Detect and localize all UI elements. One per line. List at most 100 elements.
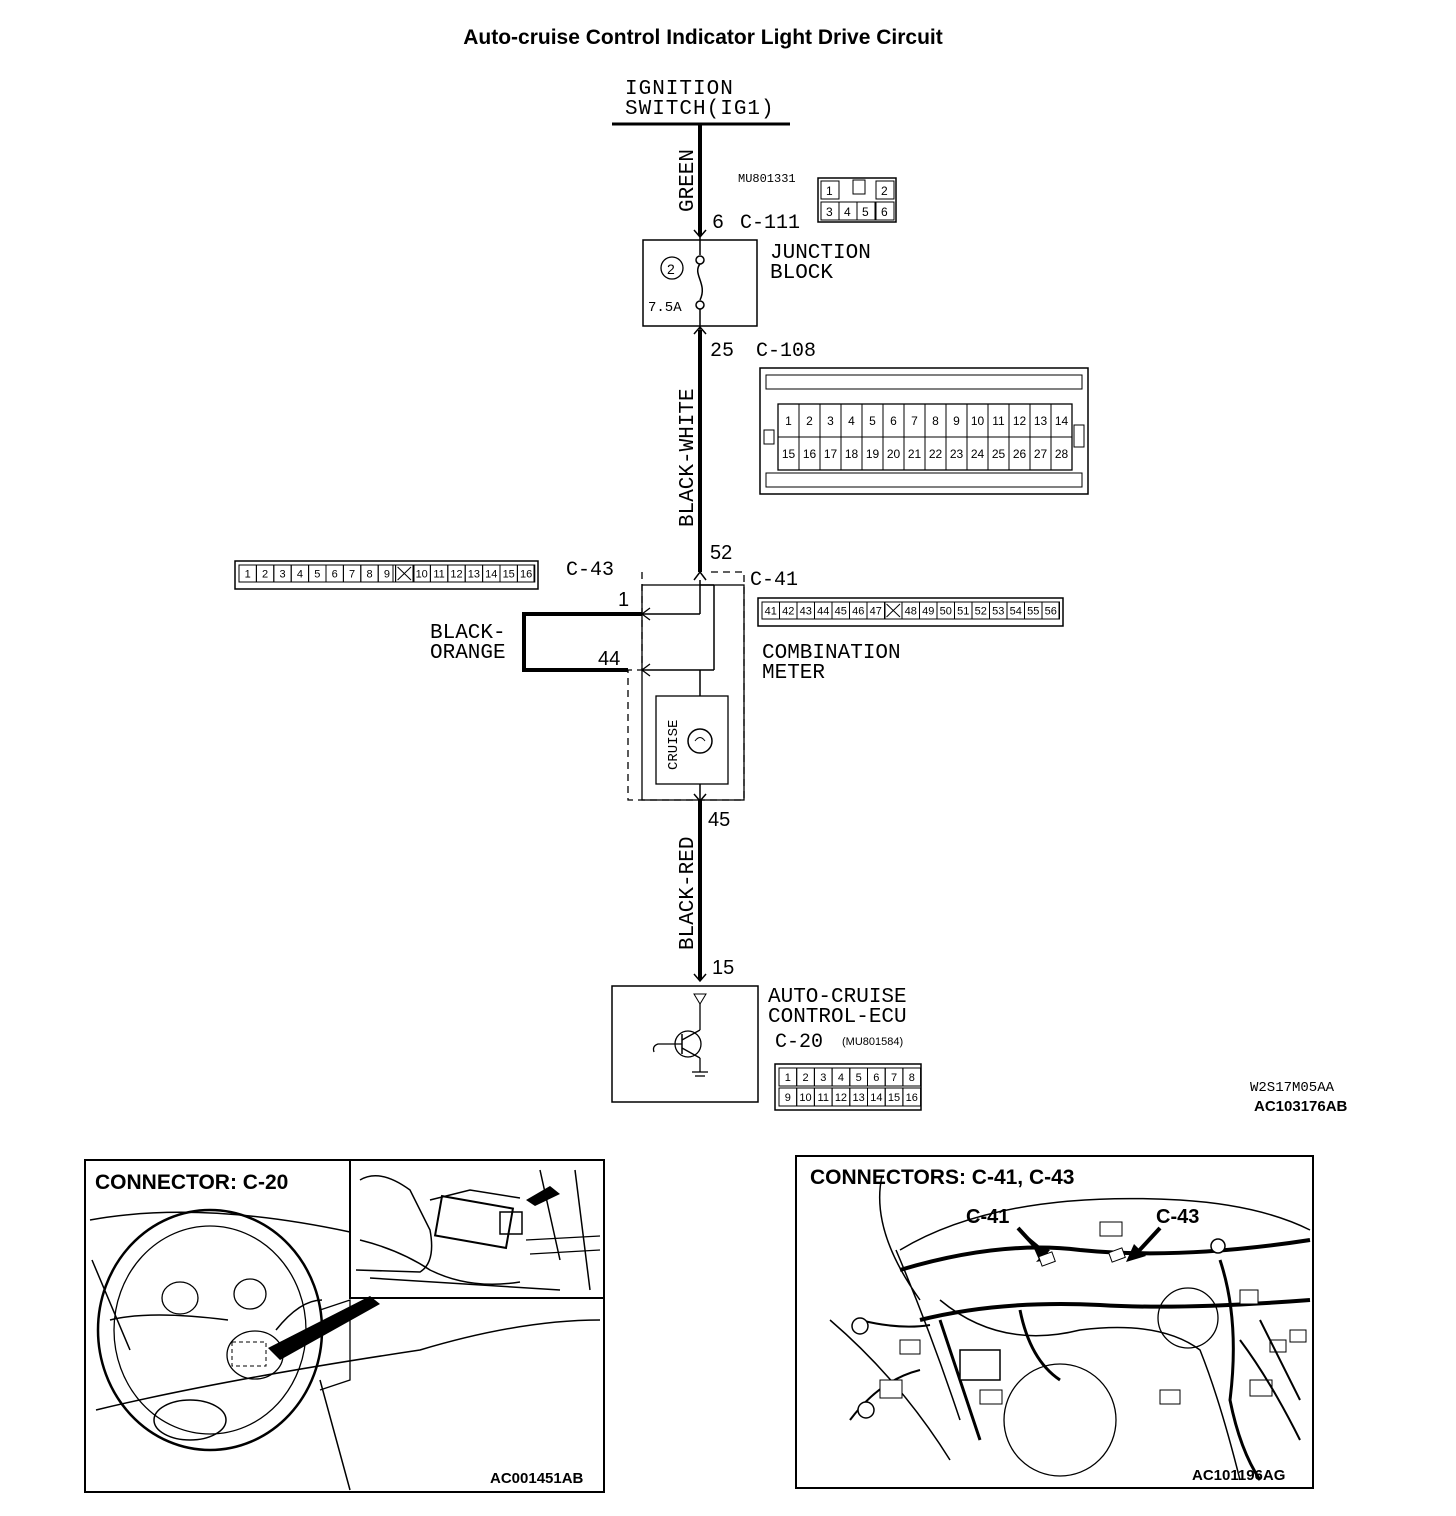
connector-cell-label: 9 xyxy=(953,414,960,428)
connector-cell-label: 25 xyxy=(992,447,1006,461)
connector-cell-label: 7 xyxy=(911,414,918,428)
c20-name: C-20 xyxy=(775,1031,823,1054)
connector-cell xyxy=(1050,436,1073,471)
connector-cell-label: 27 xyxy=(1034,447,1048,461)
c111-cell: 3 xyxy=(826,205,833,219)
connector-cell-label: 14 xyxy=(870,1092,882,1104)
connector-cell xyxy=(902,1067,922,1087)
meter-pin-44: 44 xyxy=(598,648,620,670)
connector-cell-label: 2 xyxy=(806,414,813,428)
combination-meter: 52 CRUISE 1 44 COMBINATION METER xyxy=(598,542,901,801)
connector-cell-label: 8 xyxy=(932,414,939,428)
connector-cell-label: 1 xyxy=(245,568,251,580)
connector-cell-label: 44 xyxy=(817,605,829,617)
connector-cell-label: 51 xyxy=(957,605,969,617)
connector-cell-label: 28 xyxy=(1055,447,1069,461)
connector-cell-label: 15 xyxy=(503,568,515,580)
connector-cell-label: 9 xyxy=(785,1092,791,1104)
connector-cell-label: 14 xyxy=(1055,414,1069,428)
connector-cell-label: 12 xyxy=(1013,414,1027,428)
wire-label-black-white: BLACK-WHITE xyxy=(677,388,700,527)
junction-label-line1: JUNCTION xyxy=(770,242,871,265)
panel-left-heading: CONNECTOR: C-20 xyxy=(95,1171,288,1194)
c111-cell: 1 xyxy=(826,184,833,198)
c108-pin: 25 xyxy=(710,340,734,363)
c111-name: C-111 xyxy=(740,212,800,235)
connector-cell-label: 15 xyxy=(782,447,796,461)
panel-right-code: AC101196AG xyxy=(1192,1467,1285,1484)
wire-label-black-orange-2: ORANGE xyxy=(430,642,506,665)
connector-cell-label: 12 xyxy=(835,1092,847,1104)
diagram-code-main: AC103176AB xyxy=(1254,1098,1348,1115)
connector-cell-label: 3 xyxy=(820,1072,826,1084)
blank-cell-mark xyxy=(397,566,412,581)
connector-cell-label: 6 xyxy=(332,568,338,580)
meter-pin-52: 52 xyxy=(710,542,732,564)
connector-cell-label: 8 xyxy=(909,1072,915,1084)
connector-cell-label: 16 xyxy=(803,447,817,461)
connector-cell-label: 7 xyxy=(891,1072,897,1084)
connector-cell-label: 4 xyxy=(297,568,303,580)
connector-cell-label: 13 xyxy=(468,568,480,580)
wire-label-green: GREEN xyxy=(677,149,700,212)
connector-cell-label: 10 xyxy=(799,1092,811,1104)
connector-cell-label: 20 xyxy=(887,447,901,461)
connector-cell-label: 22 xyxy=(929,447,943,461)
meter-label-line1: COMBINATION xyxy=(762,642,901,665)
panel-connector-c20: CONNECTOR: C-20 AC001451AB xyxy=(84,1159,605,1493)
junction-block: 2 7.5A JUNCTION BLOCK xyxy=(642,236,871,330)
connector-cell-label: 19 xyxy=(866,447,880,461)
wire-black-red: 45 BLACK-RED 15 xyxy=(677,793,734,983)
connector-cell-label: 41 xyxy=(765,605,777,617)
ignition-label-line2: SWITCH(IG1) xyxy=(625,98,775,121)
connector-cell-label: 16 xyxy=(906,1092,918,1104)
connector-cell-label: 50 xyxy=(940,605,952,617)
connector-cell-label: 47 xyxy=(870,605,882,617)
connector-cell-label: 3 xyxy=(827,414,834,428)
c111-cell: 2 xyxy=(881,184,888,198)
connector-cell-label: 46 xyxy=(852,605,864,617)
c111-part: MU801331 xyxy=(738,172,796,186)
connector-cell-label: 13 xyxy=(1034,414,1048,428)
connector-cell-label: 52 xyxy=(975,605,987,617)
ecu-label-line2: CONTROL-ECU xyxy=(768,1006,907,1029)
connector-cell xyxy=(1041,601,1060,620)
fuse-number: 2 xyxy=(667,261,675,277)
connector-cell-label: 13 xyxy=(853,1092,865,1104)
wire-black-white: 25 C-108 BLACK-WHITE xyxy=(677,325,816,572)
wire-black-orange: BLACK- ORANGE xyxy=(430,612,642,672)
wire-label-black-red: BLACK-RED xyxy=(677,837,700,950)
connector-cell-label: 12 xyxy=(450,568,462,580)
connector-cell-label: 23 xyxy=(950,447,964,461)
connector-cell xyxy=(902,1087,922,1107)
connector-cell-label: 26 xyxy=(1013,447,1027,461)
connector-cell xyxy=(516,564,536,583)
diagram-code-small: W2S17M05AA xyxy=(1250,1080,1335,1096)
panel-connectors-c41-c43: CONNECTORS: C-41, C-43 C-41 C-43 xyxy=(795,1155,1314,1489)
connector-cell-label: 8 xyxy=(366,568,372,580)
wire-label-black-orange-1: BLACK- xyxy=(430,622,506,645)
cruise-lamp-label: CRUISE xyxy=(666,720,682,770)
panel-right-heading: CONNECTORS: C-41, C-43 xyxy=(810,1166,1075,1189)
panel-right-label-c41: C-41 xyxy=(966,1206,1009,1228)
connector-cell-label: 1 xyxy=(785,414,792,428)
connector-cell-label: 5 xyxy=(856,1072,862,1084)
junction-label-line2: BLOCK xyxy=(770,262,833,285)
auto-cruise-ecu: AUTO-CRUISE CONTROL-ECU C-20 (MU801584) xyxy=(611,985,907,1103)
connector-cell-label: 15 xyxy=(888,1092,900,1104)
connector-cell-label: 45 xyxy=(835,605,847,617)
connector-cell-label: 10 xyxy=(416,568,428,580)
connector-cell-label: 4 xyxy=(848,414,855,428)
connector-cell-label: 55 xyxy=(1027,605,1039,617)
diagram-title: Auto-cruise Control Indicator Light Driv… xyxy=(463,26,943,49)
c111-pin: 6 xyxy=(712,212,724,235)
ecu-pin-15: 15 xyxy=(712,957,734,979)
connector-cell-label: 4 xyxy=(838,1072,844,1084)
ecu-label-line1: AUTO-CRUISE xyxy=(768,986,907,1009)
meter-pin-45: 45 xyxy=(708,809,730,831)
c43-name: C-43 xyxy=(566,559,614,582)
